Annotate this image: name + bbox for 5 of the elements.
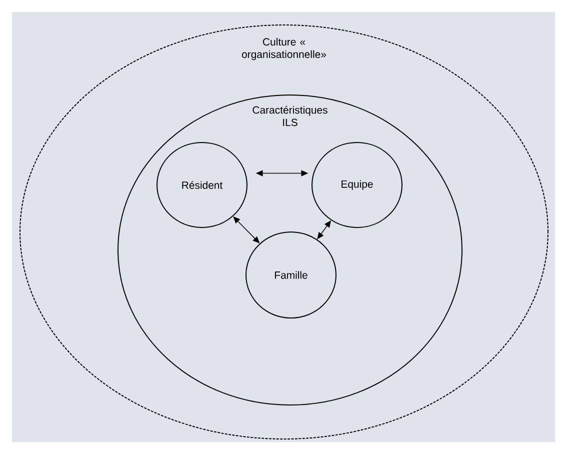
ellipse-heading: Caractéristiques ILS — [252, 106, 328, 126]
circle-node: Equipe — [312, 142, 402, 228]
circle-node: Famille — [246, 232, 336, 318]
ellipse-heading: Culture « organisationnelle» — [242, 38, 326, 60]
circle-node: Résident — [156, 142, 248, 228]
